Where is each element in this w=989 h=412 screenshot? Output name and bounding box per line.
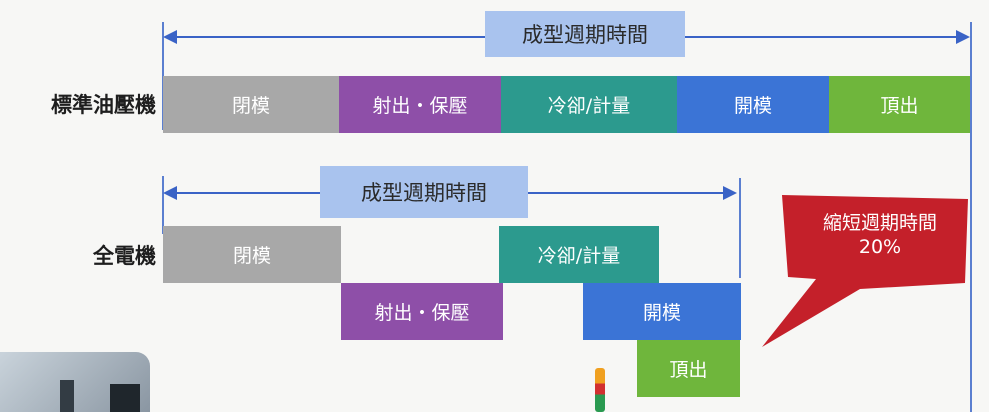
standard-cycle-label: 成型週期時間 [485, 11, 685, 57]
electric-bar-cool: 冷卻/計量 [499, 226, 659, 283]
electric-arrow-left-head [163, 186, 177, 200]
standard-bar-cool: 冷卻/計量 [501, 76, 677, 133]
electric-bar-inject: 射出・保壓 [341, 283, 503, 340]
standard-arrow-left-head [163, 30, 177, 44]
electric-cycle-end-line [739, 178, 741, 278]
machine-photo-detail [110, 384, 140, 412]
electric-bar-open: 開模 [583, 283, 741, 340]
electric-arrow-right-head [723, 186, 737, 200]
callout-text-line1: 縮短週期時間 [822, 212, 937, 234]
callout-text-line2: 20% [858, 236, 902, 258]
callout-shape [762, 195, 968, 347]
standard-bar-close: 閉模 [163, 76, 339, 133]
standard-bar-inject: 射出・保壓 [339, 76, 501, 133]
signal-tower-icon [595, 368, 605, 412]
machine-photo-detail [60, 380, 74, 412]
electric-cycle-label: 成型週期時間 [320, 166, 528, 218]
electric-bar-close: 閉模 [163, 226, 341, 283]
standard-bar-eject: 頂出 [829, 76, 970, 133]
standard-bar-open: 開模 [677, 76, 829, 133]
electric-machine-label: 全電機 [93, 244, 156, 268]
standard-arrow-right-head [956, 30, 970, 44]
standard-machine-label: 標準油壓機 [51, 93, 156, 117]
electric-cycle-start-line [162, 176, 164, 234]
electric-bar-eject: 頂出 [637, 340, 740, 397]
standard-cycle-end-line [970, 22, 972, 412]
